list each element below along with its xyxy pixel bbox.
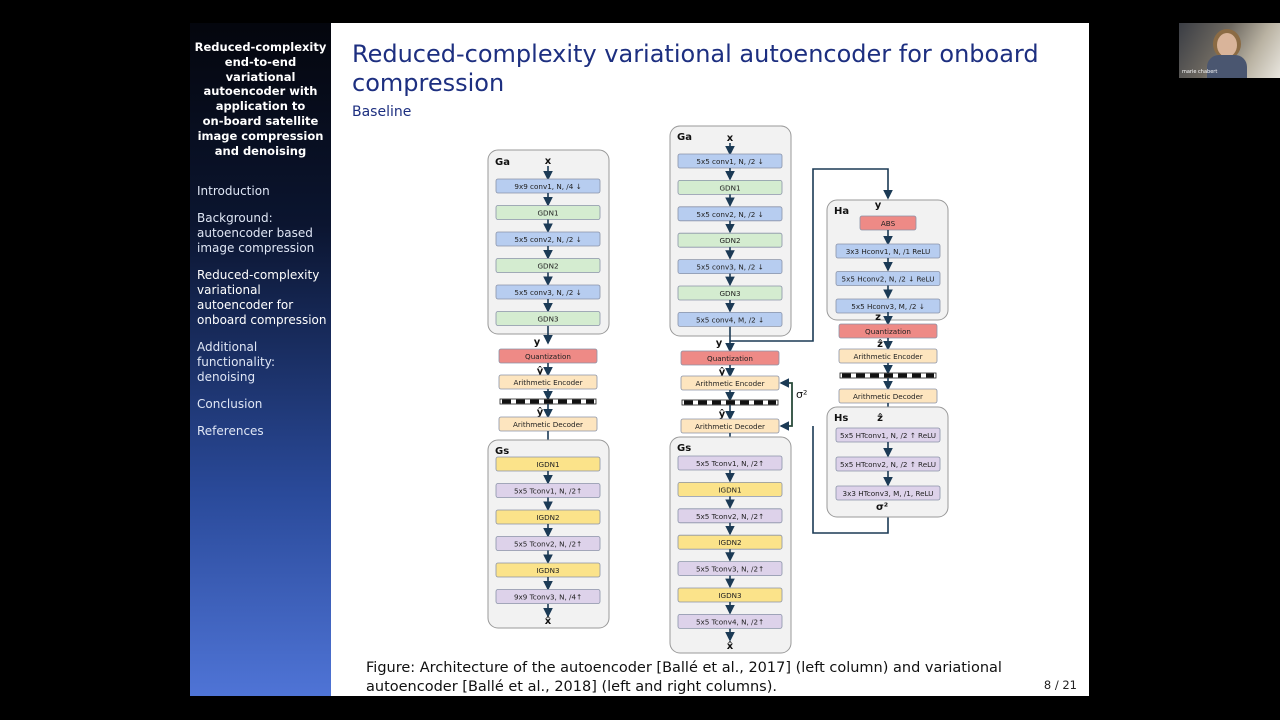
col1-dec-1-label: 5x5 Tconv1, N, /2↑: [514, 487, 582, 496]
col3-enc-2-label: 5x5 Hconv2, N, /2 ↓ ReLU: [842, 275, 935, 284]
col2-enc-1-label: GDN1: [719, 183, 740, 192]
col1-dec-5-box: [495, 589, 601, 604]
col1-dec-3-label: 5x5 Tconv2, N, /2↑: [514, 540, 582, 549]
col2-enc-6-box: [677, 311, 783, 327]
col2-dec-5-label: IGDN3: [718, 591, 741, 600]
col2-dec-3-label: IGDN2: [718, 538, 741, 547]
col3-zhat2: ẑ: [877, 412, 883, 424]
col3-dec-2-label: 3x3 HTconv3, M, /1, ReLU: [843, 489, 934, 498]
col2-to-ha-arrow: [730, 168, 893, 342]
col3-dec-1-label: 5x5 HTconv2, N, /2 ↑ ReLU: [840, 460, 936, 469]
col2-output: x̂: [727, 640, 734, 652]
col3-quant-label: Quantization: [865, 327, 911, 336]
col2-dec-6-label: 5x5 Tconv4, N, /2↑: [696, 617, 764, 626]
col1-dec-0-label: IGDN1: [536, 460, 559, 469]
col2-dec-1-label: IGDN1: [718, 485, 741, 494]
col3-y: y: [875, 200, 882, 211]
col1-input-x: x: [545, 156, 552, 167]
col1-yhat2: ŷ: [537, 406, 544, 418]
col3-z: z: [875, 312, 881, 323]
col2-sigma: σ²: [796, 388, 807, 401]
col1-enc-3-label: GDN2: [537, 262, 558, 271]
col1-dec-5-label: 9x9 Tconv3, N, /4↑: [514, 593, 582, 602]
col3-enc-3-label: 5x5 Hconv3, M, /2 ↓: [851, 302, 924, 311]
col1-enc-2-label: 5x5 conv2, N, /2 ↓: [514, 235, 581, 244]
col3-ad-label: Arithmetic Decoder: [853, 392, 923, 401]
col1-gs-label: Gs: [495, 446, 509, 457]
col1-yhat: ŷ: [537, 365, 544, 377]
col2-quant-label: Quantization: [707, 354, 753, 363]
col3-dec-0-label: 5x5 HTconv1, N, /2 ↑ ReLU: [840, 431, 936, 440]
section-nav: Introduction Background: autoencoder bas…: [197, 184, 329, 451]
col1-y: y: [534, 337, 541, 348]
presenter-body: [1207, 55, 1247, 78]
col2-input-x: x: [727, 133, 734, 144]
col1-enc-1-label: GDN1: [537, 209, 558, 218]
col1-ae-label: Arithmetic Encoder: [513, 378, 582, 387]
col1-dec-2-label: IGDN2: [536, 513, 559, 522]
col1-enc-4-label: 5x5 conv3, N, /2 ↓: [514, 288, 581, 297]
col1-ad-label: Arithmetic Decoder: [513, 420, 583, 429]
slide-subtitle: Baseline: [352, 104, 412, 120]
presenter-video: marie chabert: [1179, 23, 1280, 78]
sidebar: Reduced-complexity end-to-end variationa…: [190, 23, 331, 696]
col3-hs-label: Hs: [834, 413, 848, 424]
figure-caption: Figure: Architecture of the autoencoder …: [366, 660, 1002, 695]
col2-enc-3-label: GDN2: [719, 236, 740, 245]
col3-enc-0-label: ABS: [881, 219, 896, 228]
col3-zhat: ẑ: [877, 338, 883, 350]
col2-dec-6-box: [677, 614, 783, 629]
col2-ga-label: Ga: [677, 132, 692, 143]
hs-to-col2-arrow: [812, 426, 889, 534]
col3-ha-label: Ha: [834, 206, 849, 217]
col1-enc-5-label: GDN3: [537, 315, 558, 324]
nav-item-denoising[interactable]: Additional functionality: denoising: [197, 340, 276, 384]
col2-ad-label: Arithmetic Decoder: [695, 422, 765, 431]
col2-enc-5-label: GDN3: [719, 289, 740, 298]
nav-item-introduction[interactable]: Introduction: [197, 184, 270, 198]
col3-dec-2-box: [835, 485, 941, 501]
col2-yhat2: ŷ: [719, 408, 726, 420]
col3-enc-1-label: 3x3 Hconv1, N, /1 ReLU: [846, 247, 931, 256]
col1-ga-label: Ga: [495, 157, 510, 168]
slide-title: Reduced-complexity variational autoencod…: [352, 40, 1039, 97]
col2-dec-2-label: 5x5 Tconv2, N, /2↑: [696, 512, 764, 521]
col2-enc-4-label: 5x5 conv3, N, /2 ↓: [696, 263, 763, 272]
slide: Reduced-complexity variational autoencod…: [331, 23, 1089, 696]
nav-item-reduced-complexity[interactable]: Reduced-complexity variational autoencod…: [197, 268, 327, 327]
col3-sigma: σ²: [876, 502, 888, 513]
col2-dec-0-label: 5x5 Tconv1, N, /2↑: [696, 459, 764, 468]
nav-item-references[interactable]: References: [197, 424, 264, 438]
col1-quant-label: Quantization: [525, 352, 571, 361]
col1-output: x̂: [545, 615, 552, 627]
col2-sigma-bracket: [782, 382, 793, 427]
nav-item-background[interactable]: Background: autoencoder based image comp…: [197, 211, 315, 255]
col2-gs-label: Gs: [677, 443, 691, 454]
col2-ae-label: Arithmetic Encoder: [695, 379, 764, 388]
col1-dec-4-label: IGDN3: [536, 566, 559, 575]
col1-enc-0-label: 9x9 conv1, N, /4 ↓: [514, 182, 581, 191]
architecture-diagram: Ga x 9x9 conv1, N, /4 ↓ GDN1 5x5 conv2, N, /…: [487, 125, 949, 654]
nav-item-conclusion[interactable]: Conclusion: [197, 397, 263, 411]
col1-enc-5-box: [495, 311, 601, 326]
presenter-face: [1217, 33, 1237, 57]
col2-dec-4-label: 5x5 Tconv3, N, /2↑: [696, 565, 764, 574]
col2-enc-6-label: 5x5 conv4, M, /2 ↓: [696, 315, 764, 324]
col3-ae-label: Arithmetic Encoder: [853, 352, 922, 361]
col2-enc-0-label: 5x5 conv1, N, /2 ↓: [696, 157, 763, 166]
col2-y: y: [716, 338, 723, 349]
presenter-name: marie chabert: [1182, 69, 1218, 75]
page-number: 8 / 21: [1043, 678, 1077, 692]
col2-enc-2-label: 5x5 conv2, N, /2 ↓: [696, 210, 763, 219]
col2-yhat: ŷ: [719, 366, 726, 378]
presentation-title: Reduced-complexity end-to-end variationa…: [194, 40, 327, 158]
